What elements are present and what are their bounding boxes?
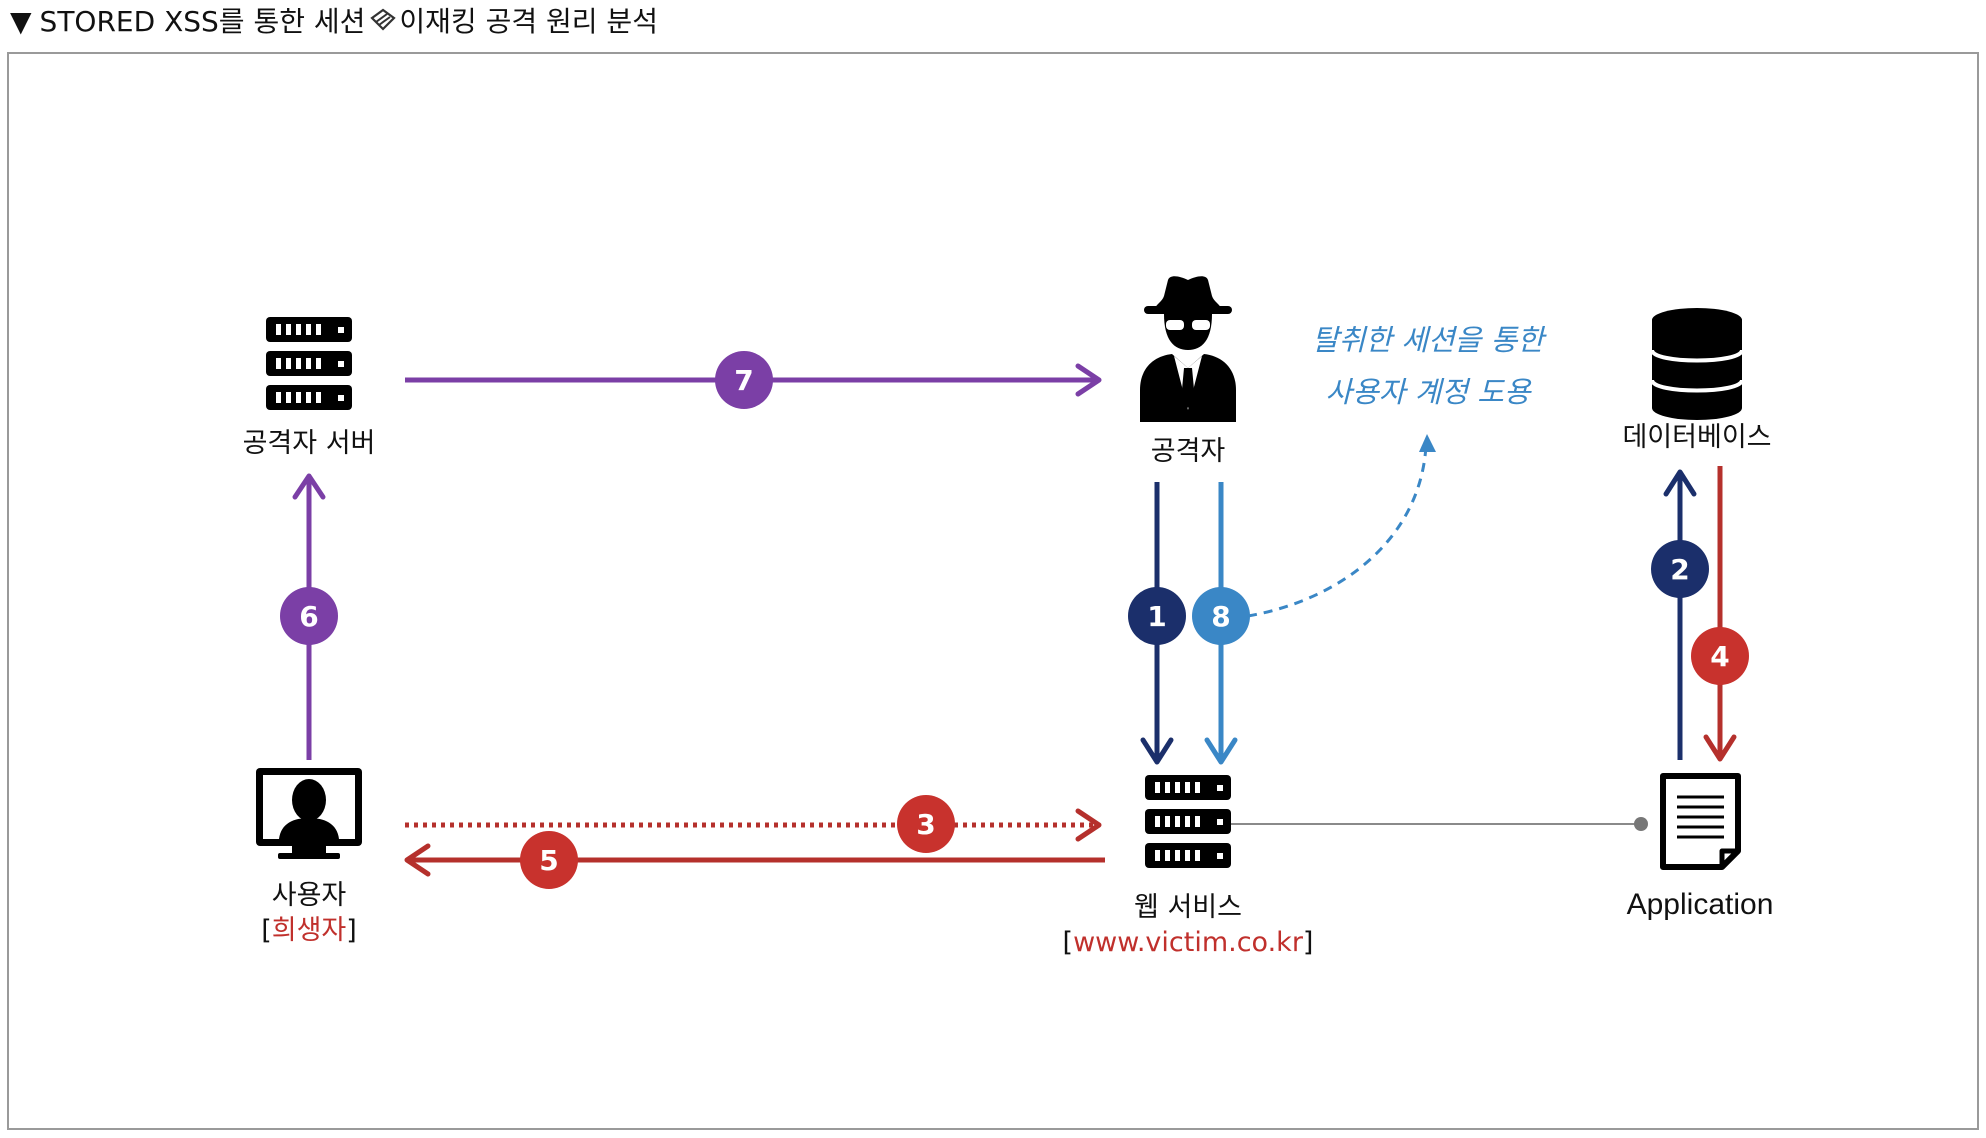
- user-computer-icon: [256, 768, 362, 859]
- user-label: 사용자: [272, 880, 347, 911]
- document-icon: [1660, 773, 1741, 870]
- node-user: 사용자 [희생자]: [256, 768, 362, 946]
- svg-text:7: 7: [734, 364, 753, 397]
- server-icon: [266, 317, 352, 410]
- step-badge-4: 4: [1691, 627, 1749, 685]
- node-attacker-server: 공격자 서버: [243, 317, 376, 459]
- triangle-down-icon: ▼: [10, 5, 32, 38]
- step-badge-6: 6: [280, 587, 338, 645]
- svg-text:2: 2: [1670, 553, 1689, 586]
- application-label: Application: [1627, 888, 1774, 921]
- spy-icon: [1140, 276, 1236, 422]
- web-service-label: 웹 서비스: [1134, 892, 1242, 923]
- step-badge-5: 5: [520, 831, 578, 889]
- arrow-step-4: [1703, 466, 1737, 762]
- dashed-note-connector: [1247, 434, 1436, 618]
- stolen-session-note: 탈취한 세션을 통한 사용자 계정 도용: [1312, 323, 1547, 409]
- victim-url-text: www.victim.co.kr: [1073, 927, 1304, 958]
- web-app-connector: [1228, 817, 1648, 831]
- user-role: [희생자]: [261, 915, 357, 946]
- database-label: 데이터베이스: [1622, 422, 1771, 453]
- title-text-2: 이재킹 공격 원리 분석: [399, 5, 658, 38]
- svg-text:4: 4: [1710, 640, 1729, 673]
- step-badge-2: 2: [1651, 540, 1709, 598]
- attacker-server-label: 공격자 서버: [243, 428, 376, 459]
- node-database: 데이터베이스: [1622, 308, 1772, 453]
- node-attacker: 공격자: [1140, 276, 1236, 467]
- step-badge-8: 8: [1192, 587, 1250, 645]
- step-badge-3: 3: [897, 795, 955, 853]
- svg-text:8: 8: [1211, 600, 1230, 633]
- step-badge-1: 1: [1128, 587, 1186, 645]
- page-title: ▼STORED XSS를 통한 세션 이재킹 공격 원리 분석: [10, 4, 658, 40]
- note-line-1: 탈취한 세션을 통한: [1312, 323, 1547, 357]
- node-application: Application: [1627, 773, 1774, 921]
- note-line-2: 사용자 계정 도용: [1325, 375, 1532, 409]
- clip-icon: [370, 8, 397, 31]
- title-text: STORED XSS를 통한 세션: [39, 5, 366, 38]
- diagram-frame: [7, 52, 1979, 1130]
- svg-text:6: 6: [299, 600, 318, 633]
- svg-text:5: 5: [539, 844, 558, 877]
- attacker-label: 공격자: [1151, 436, 1226, 467]
- node-web-service: 웹 서비스 [www.victim.co.kr]: [1063, 775, 1314, 958]
- step-badge-7: 7: [715, 351, 773, 409]
- arrow-step-3: [405, 808, 1102, 842]
- server-icon: [1145, 775, 1231, 868]
- database-icon: [1650, 308, 1744, 420]
- svg-text:1: 1: [1147, 600, 1166, 633]
- arrow-step-5: [404, 843, 1105, 877]
- arrow-step-2: [1663, 469, 1697, 760]
- svg-text:3: 3: [916, 808, 935, 841]
- web-service-url: [www.victim.co.kr]: [1063, 927, 1314, 958]
- victim-role-text: 희생자: [272, 915, 347, 946]
